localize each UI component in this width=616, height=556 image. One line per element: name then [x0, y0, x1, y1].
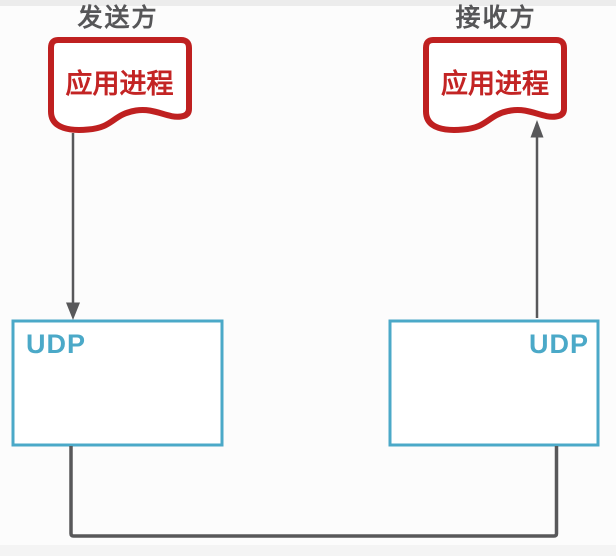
- receiver-role-label: 接收方: [455, 4, 537, 32]
- receiver-udp-label: UDP: [528, 329, 589, 359]
- sender-down-arrow: [66, 133, 80, 320]
- bottom-edge-strip: [0, 545, 616, 556]
- receiver-up-arrow: [530, 120, 544, 318]
- receiver-up-arrowhead-icon: [530, 120, 544, 138]
- receiver-process-label: 应用进程: [441, 69, 549, 99]
- receiver-udp-box: [388, 319, 600, 447]
- top-edge-strip: [0, 0, 616, 6]
- sender-app-process-document: [48, 37, 192, 133]
- sender-role-label: 发送方: [77, 4, 159, 32]
- sender-udp-label: UDP: [26, 329, 87, 359]
- receiver-app-process-document: [423, 37, 567, 133]
- sender-udp-box: [11, 319, 224, 447]
- sender-down-arrowhead-icon: [66, 302, 80, 320]
- udp-link-line: [69, 446, 559, 538]
- sender-process-label: 应用进程: [65, 69, 174, 99]
